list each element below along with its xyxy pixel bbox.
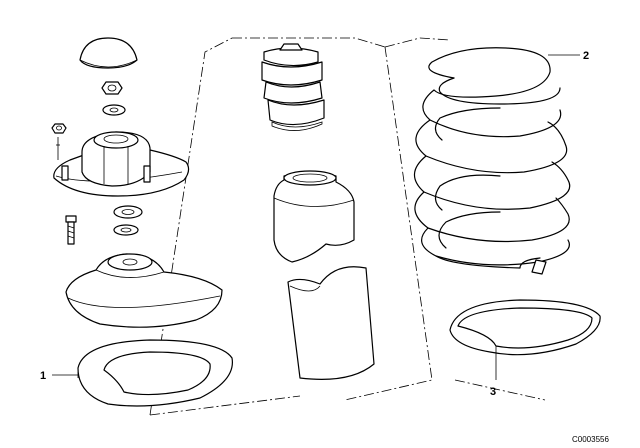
- upper-spring-mount: [65, 253, 223, 328]
- hex-bolt: [65, 215, 77, 245]
- dust-cap: [79, 37, 138, 69]
- self-locking-nut: [101, 81, 123, 95]
- washer-upper: [102, 104, 126, 116]
- washer-lower-b: [113, 224, 139, 236]
- upper-support-bearing: [53, 131, 190, 197]
- callout-1-label: 1: [40, 370, 46, 382]
- callout-3-label: 3: [490, 386, 496, 398]
- protective-boot: [273, 170, 355, 263]
- callout-2-label: 2: [583, 50, 589, 62]
- spring-pad-lower: [449, 299, 601, 356]
- washer-lower-a: [113, 205, 143, 219]
- protective-tube: [287, 266, 375, 380]
- small-nut-left: [51, 123, 67, 160]
- callout-leaders: [52, 54, 580, 380]
- diagram-code: C0003556: [572, 435, 609, 444]
- spring-pad-upper: [77, 339, 233, 407]
- coil-spring: [413, 47, 571, 275]
- bump-stop: [261, 43, 325, 131]
